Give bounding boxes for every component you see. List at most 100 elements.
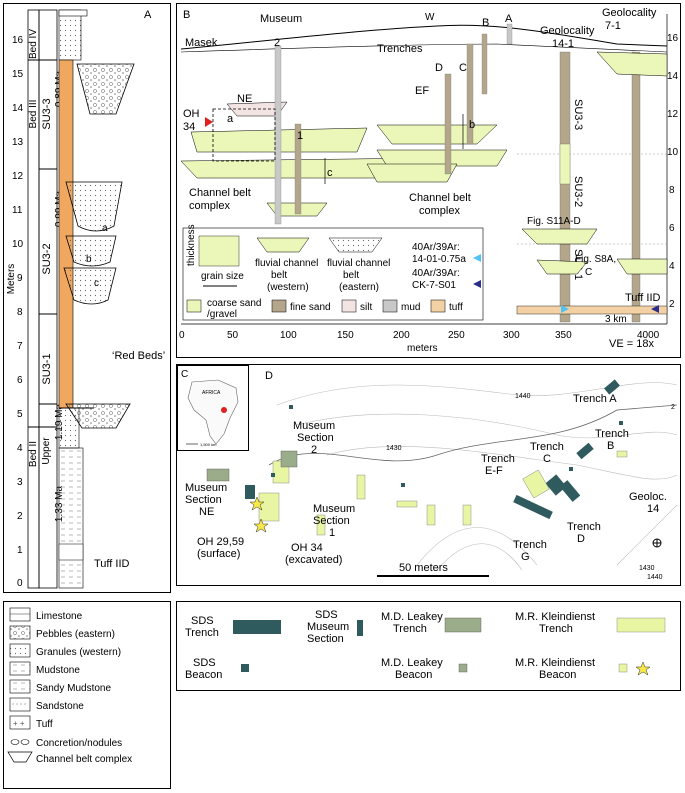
- panel-b-svg: B 2 4 6 8 10 12 14 16 0 50 100 150 200 2…: [179, 7, 679, 354]
- svg-text:SDS: SDS: [193, 657, 216, 669]
- legend-east-3: (eastern): [339, 282, 379, 293]
- beacons: [271, 405, 623, 487]
- legend-tuff-b: tuff: [449, 302, 463, 313]
- svg-text:Beacon: Beacon: [185, 669, 222, 681]
- contour-label: 2: [671, 404, 675, 411]
- legend-mrk-beacon: [618, 663, 628, 673]
- site-marker: [221, 407, 227, 413]
- legend-sds-beacon: [241, 664, 249, 672]
- msne-label-2: Section: [185, 494, 222, 506]
- channel-fill-lower: [65, 403, 131, 429]
- legend-mud: mud: [401, 302, 420, 313]
- upper-label: Upper: [41, 437, 52, 465]
- ytick-a: 1: [17, 545, 23, 556]
- panel-b-xaxis: 0 50 100 150 200 250 300 350 4000 meters: [179, 323, 667, 354]
- oh34-label: 34: [183, 121, 195, 133]
- fig-s8-label-2: C: [585, 267, 592, 278]
- ytick-a: 15: [12, 69, 24, 80]
- d-label: D: [435, 62, 443, 74]
- panel-b-yaxis: 2 4 6 8 10 12 14 16: [666, 14, 679, 324]
- ms1-label-1: Museum: [313, 503, 355, 515]
- label-a: a: [102, 223, 108, 234]
- svg-text:SDS: SDS: [191, 615, 214, 627]
- svg-text:6: 6: [669, 223, 675, 234]
- svg-text:14: 14: [667, 71, 679, 82]
- svg-text:2: 2: [669, 299, 675, 310]
- oh34-label-2: (excavated): [285, 554, 342, 566]
- panel-d-map: D 1440 1430 1430 1440 2: [176, 364, 681, 586]
- panel-a-ylabel: Meters: [6, 264, 17, 295]
- panel-d-legend: SDS Trench SDS Museum Section M.D. Leake…: [176, 601, 681, 691]
- svg-text:M.R. Kleindienst: M.R. Kleindienst: [515, 657, 595, 669]
- museum-label: Museum: [260, 13, 302, 25]
- legend-coarse-2: /gravel: [207, 309, 237, 320]
- ms2-label-2: Section: [297, 432, 334, 444]
- oh2959-label-1: OH 29,59: [197, 536, 244, 548]
- channel-fill-c: [63, 267, 117, 305]
- trench-b-label-2: B: [607, 440, 614, 452]
- oh-label: OH: [183, 108, 200, 120]
- legend-mdl-beacon: [458, 663, 468, 673]
- trench-c-label-1: Trench: [530, 441, 564, 453]
- panel-d-letter: D: [265, 370, 273, 382]
- geoloc-label-2: 14: [647, 503, 659, 515]
- svg-text:+ +: + +: [13, 719, 25, 728]
- geoloc-label-1: Geoloc.: [629, 491, 667, 503]
- svg-text:Trench: Trench: [393, 623, 427, 635]
- num2-label: 2: [274, 37, 280, 49]
- africa-label: AFRICA: [202, 390, 221, 396]
- ytick-a: 13: [12, 137, 24, 148]
- lithology-column: [58, 9, 94, 589]
- contour-label: 1430: [639, 565, 655, 572]
- legend-mudstone: Mudstone: [36, 665, 80, 676]
- cbc-right-2: complex: [419, 205, 460, 217]
- svg-text:100: 100: [280, 330, 297, 341]
- lb-label: b: [469, 119, 475, 131]
- legend-west-1: fluvial channel: [255, 258, 318, 269]
- su32-label: SU3-2: [41, 243, 53, 274]
- fig-s11-label: Fig. S11A-D: [527, 216, 581, 227]
- legend-mdl-trench: [444, 617, 482, 633]
- panel-a-legend: Limestone Pebbles (eastern) Granules (we…: [3, 601, 171, 789]
- mdl-trenches: [206, 450, 298, 482]
- trenches-label: Trenches: [377, 43, 423, 55]
- panel-b-cross-section: B 2 4 6 8 10 12 14 16 0 50 100 150 200 2…: [176, 3, 681, 358]
- panel-a-yticks: 0 1 2 3 4 5 6 7 8 9 10 11 12 13 14 15 16: [12, 35, 24, 589]
- ytick-a: 3: [17, 477, 23, 488]
- legend-d-svg: SDS Trench SDS Museum Section M.D. Leake…: [185, 609, 666, 681]
- ytick-a: 4: [17, 443, 23, 454]
- svg-text:Beacon: Beacon: [395, 669, 432, 681]
- svg-text:8: 8: [669, 185, 675, 196]
- legend-channel-belt: Channel belt complex: [36, 754, 132, 765]
- contour-label: 1430: [386, 445, 402, 452]
- svg-text:Museum: Museum: [307, 621, 349, 633]
- legend-sds-museum: [357, 620, 363, 636]
- trench-d-label-1: Trench: [567, 521, 601, 533]
- scale-label: 50 meters: [399, 562, 448, 574]
- panel-a-letter: A: [144, 9, 152, 21]
- km-label: 3 km: [605, 314, 627, 325]
- sds-trenches: [245, 379, 620, 520]
- trench-a-label: Trench A: [573, 393, 617, 405]
- ytick-a: 6: [17, 375, 23, 386]
- oh34-marker: [205, 117, 213, 127]
- bed-ii-label: Bed II: [28, 441, 39, 467]
- panel-c-letter: C: [181, 369, 188, 380]
- panel-c-inset-map: C AFRICA 1,500 km: [177, 365, 249, 451]
- legend-ar2-1: 40Ar/39Ar:: [412, 268, 460, 279]
- svg-text:Trench: Trench: [539, 623, 573, 635]
- b-label: B: [482, 17, 489, 29]
- legend-sds-trench: [233, 620, 281, 634]
- panel-a-svg: A Meters 0 1 2 3 4 5 6 7 8 9 10 11 12 13…: [6, 9, 165, 589]
- trench-g-label-2: G: [521, 551, 530, 563]
- ytick-a: 8: [17, 307, 23, 318]
- masek-label: Masek: [185, 37, 218, 49]
- oh34-star: [253, 518, 269, 533]
- oh2959-star: [249, 496, 265, 511]
- contour-label: 1440: [647, 574, 663, 581]
- svg-text:M.D. Leakey: M.D. Leakey: [381, 657, 443, 669]
- svg-text:0: 0: [179, 330, 185, 341]
- ytick-a: 11: [12, 205, 23, 216]
- legend-a-svg: Limestone Pebbles (eastern) Granules (we…: [7, 607, 132, 765]
- legend-thickness: thickness: [186, 224, 197, 266]
